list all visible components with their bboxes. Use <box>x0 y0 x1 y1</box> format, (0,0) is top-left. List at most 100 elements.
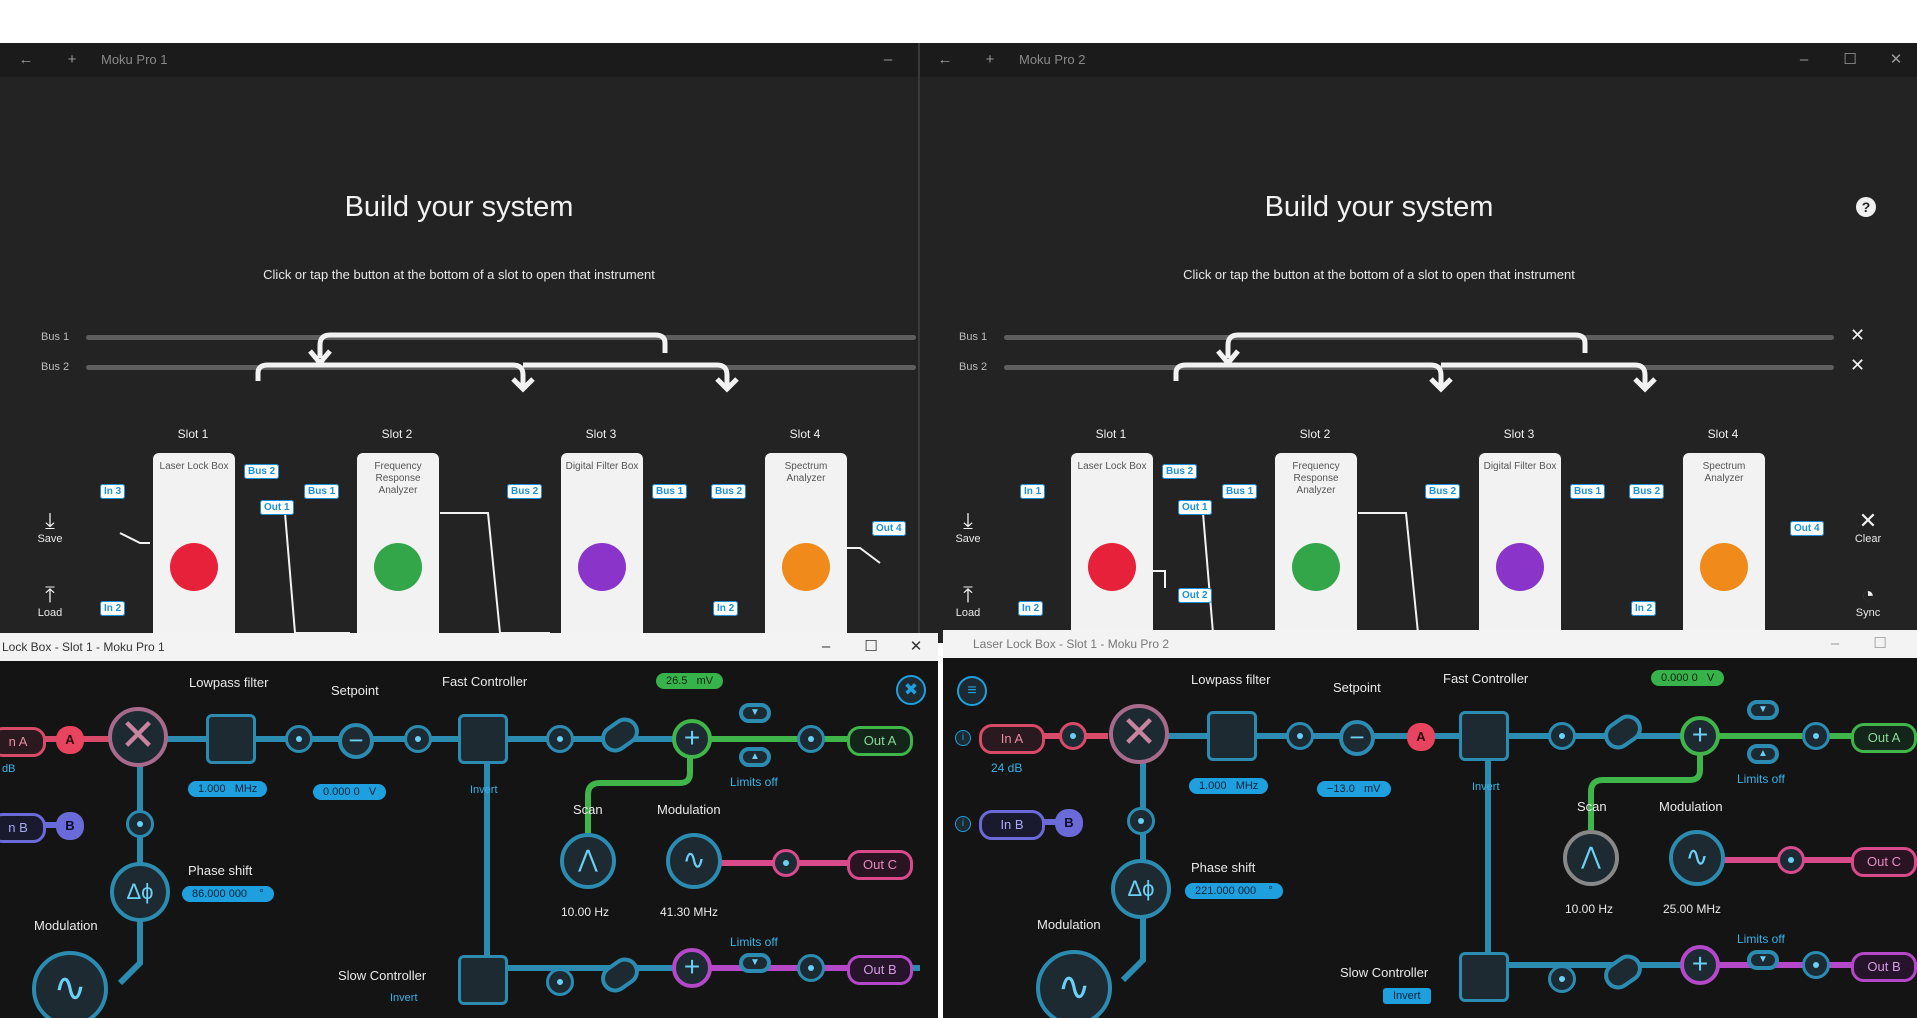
fast-controller-invert[interactable]: Invert <box>470 784 498 796</box>
lowpass-frequency-value[interactable]: 1.000 MHz <box>188 781 268 797</box>
tag-in-2-slot1[interactable]: In 2 <box>100 601 126 616</box>
slot-3-card[interactable]: Digital Filter Box <box>561 453 643 643</box>
save-button[interactable]: ⤓ Save <box>938 509 998 546</box>
slow-limits-off[interactable]: Limits off <box>1737 932 1785 946</box>
slot-1-card[interactable]: Laser Lock Box <box>1071 453 1153 643</box>
slow-limits-off[interactable]: Limits off <box>730 935 778 949</box>
node-after-lowpass[interactable] <box>1286 722 1314 750</box>
modulation-oscillator-left-icon[interactable]: ∿ <box>32 951 108 1018</box>
tag-bus-1-slot3[interactable]: Bus 1 <box>652 484 688 499</box>
fast-controller-block[interactable] <box>458 714 508 764</box>
limit-up-icon[interactable]: ▼ <box>1747 700 1779 720</box>
tag-bus-2-slot4[interactable]: Bus 2 <box>1629 484 1665 499</box>
bus-2-clear-icon[interactable]: ✕ <box>1850 355 1866 375</box>
phase-shift-value[interactable]: 86.000 000 ° <box>182 886 274 902</box>
setpoint-value[interactable]: 0.000 0 V <box>313 784 387 800</box>
tag-out-1[interactable]: Out 1 <box>260 500 294 515</box>
in-a-info-icon[interactable]: i <box>955 730 971 746</box>
node-before-out-b[interactable] <box>1802 951 1830 979</box>
tag-bus-1-slot3[interactable]: Bus 1 <box>1570 484 1606 499</box>
settings-tools-icon[interactable]: ✖ <box>896 675 926 705</box>
minimize-button[interactable]: – <box>1830 635 1840 652</box>
node-before-out-b[interactable] <box>797 954 825 982</box>
minimize-button[interactable]: – <box>821 638 831 655</box>
modulation-frequency[interactable]: 25.00 MHz <box>1663 902 1722 916</box>
lowpass-filter-block[interactable] <box>206 714 256 764</box>
tag-in-1[interactable]: In 1 <box>1020 484 1046 499</box>
phase-shift-icon[interactable]: Δϕ <box>110 862 170 922</box>
tag-bus-1-slot2[interactable]: Bus 1 <box>1222 484 1258 499</box>
digital-filter-box-icon[interactable] <box>1496 543 1544 591</box>
in-a-port[interactable]: n A <box>0 727 46 757</box>
scan-oscillator-icon[interactable]: ⋀ <box>1563 830 1619 886</box>
node-below-mixer[interactable] <box>126 810 154 838</box>
laser-lock-box-icon[interactable] <box>170 543 218 591</box>
tag-bus-2-out[interactable]: Bus 2 <box>244 464 280 479</box>
spectrum-analyzer-icon[interactable] <box>1700 543 1748 591</box>
modulation-oscillator-icon[interactable]: ∿ <box>1669 830 1725 886</box>
tag-out-1[interactable]: Out 1 <box>1178 500 1212 515</box>
in-b-port[interactable]: n B <box>0 813 46 843</box>
subtract-setpoint-icon[interactable]: − <box>338 723 374 759</box>
laser-lock-box-icon[interactable] <box>1088 543 1136 591</box>
scan-frequency[interactable]: 10.00 Hz <box>1565 902 1614 916</box>
sum-slow-icon[interactable]: + <box>672 948 712 988</box>
slot-4-card[interactable]: Spectrum Analyzer <box>765 453 847 643</box>
modulation-oscillator-left-icon[interactable]: ∿ <box>1036 950 1112 1018</box>
load-button[interactable]: ⤒ Load <box>20 583 80 620</box>
tag-in-2-slot4[interactable]: In 2 <box>713 601 739 616</box>
minimize-button[interactable]: – <box>883 51 893 68</box>
tag-in-2-slot1[interactable]: In 2 <box>1018 601 1044 616</box>
save-button[interactable]: ⤓ Save <box>20 509 80 546</box>
tag-out-4[interactable]: Out 4 <box>1790 521 1824 536</box>
spectrum-analyzer-icon[interactable] <box>782 543 830 591</box>
minimize-button[interactable]: – <box>1799 51 1809 68</box>
in-b-port[interactable]: In B <box>979 810 1045 840</box>
slow-controller-block[interactable] <box>1459 952 1509 1002</box>
node-after-slow[interactable] <box>1548 965 1576 993</box>
tag-bus-2-slot3[interactable]: Bus 2 <box>507 484 543 499</box>
limit-down-icon[interactable]: ▲ <box>739 747 771 767</box>
slot-4-card[interactable]: Spectrum Analyzer <box>1683 453 1765 643</box>
back-icon[interactable]: ← <box>18 51 34 68</box>
probe-b-button[interactable]: B <box>1055 809 1083 837</box>
fast-controller-block[interactable] <box>1459 711 1509 761</box>
slow-controller-block[interactable] <box>458 955 508 1005</box>
lowpass-filter-block[interactable] <box>1207 711 1257 761</box>
tag-bus-2-slot4[interactable]: Bus 2 <box>711 484 747 499</box>
tag-bus-1-slot2[interactable]: Bus 1 <box>304 484 340 499</box>
tag-out-4[interactable]: Out 4 <box>872 521 906 536</box>
node-after-setpoint[interactable] <box>404 725 432 753</box>
add-icon[interactable]: + <box>985 51 995 68</box>
frequency-response-analyzer-icon[interactable] <box>374 543 422 591</box>
menu-icon[interactable]: ≡ <box>957 676 987 706</box>
probe-a-button[interactable]: A <box>1407 723 1435 751</box>
close-button[interactable]: ✕ <box>1889 51 1903 68</box>
maximize-button[interactable]: ☐ <box>864 638 878 655</box>
tag-in-2-slot4[interactable]: In 2 <box>1631 601 1657 616</box>
slot-1-card[interactable]: Laser Lock Box <box>153 453 235 643</box>
sum-slow-icon[interactable]: + <box>1680 945 1720 985</box>
maximize-button[interactable]: ☐ <box>1843 51 1857 68</box>
limit-up-icon[interactable]: ▼ <box>739 703 771 723</box>
node-before-out-a[interactable] <box>1802 722 1830 750</box>
fast-controller-invert[interactable]: Invert <box>1472 781 1500 793</box>
slow-limit-up-icon[interactable]: ▼ <box>1747 950 1779 970</box>
in-b-info-icon[interactable]: i <box>955 816 971 832</box>
sum-fast-icon[interactable]: + <box>672 719 712 759</box>
help-icon[interactable]: ? <box>1856 197 1876 217</box>
node-after-fast[interactable] <box>1548 722 1576 750</box>
fast-limits-off[interactable]: Limits off <box>730 775 778 789</box>
subtract-setpoint-icon[interactable]: − <box>1339 720 1375 756</box>
clear-button[interactable]: ✕ Clear <box>1838 509 1898 546</box>
phase-shift-value[interactable]: 221.000 000 ° <box>1185 883 1283 899</box>
node-before-out-a[interactable] <box>797 725 825 753</box>
sum-fast-icon[interactable]: + <box>1680 716 1720 756</box>
probe-b-button[interactable]: B <box>56 812 84 840</box>
setpoint-value[interactable]: −13.0 mV <box>1317 781 1391 797</box>
in-a-port[interactable]: In A <box>979 724 1045 754</box>
slot-3-card[interactable]: Digital Filter Box <box>1479 453 1561 643</box>
bus-1-clear-icon[interactable]: ✕ <box>1850 325 1866 345</box>
digital-filter-box-icon[interactable] <box>578 543 626 591</box>
sync-button[interactable]: ◔ Sync <box>1838 583 1898 620</box>
